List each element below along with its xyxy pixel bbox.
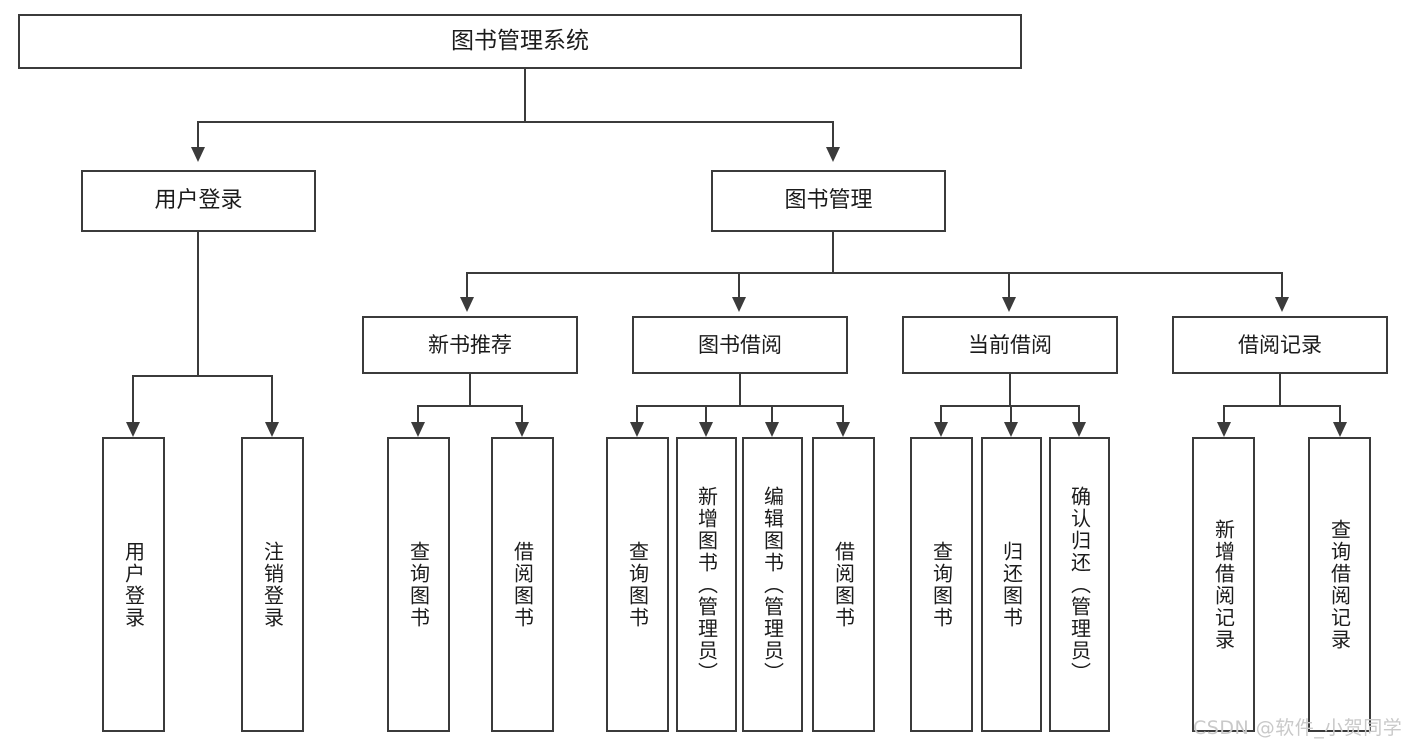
arrowhead-borrow-record: [1275, 297, 1289, 312]
connector-current-borrow-stem: [1009, 374, 1011, 406]
connector-new-book-stem: [469, 374, 471, 406]
leaf-add-book-admin[interactable]: 新增图书（管理员）: [676, 437, 737, 732]
arrowhead-bb-leaf1: [630, 422, 644, 437]
connector-book-borrow-stem: [739, 374, 741, 406]
connector-user-login-stem: [197, 232, 199, 376]
connector-new-book-leaf2: [521, 405, 523, 422]
node-current-borrow[interactable]: 当前借阅: [902, 316, 1118, 374]
leaf-label: 查询图书: [406, 540, 431, 629]
arrowhead-br-leaf2: [1333, 422, 1347, 437]
connector-cb-leaf3: [1078, 405, 1080, 422]
connector-to-current-borrow: [1008, 272, 1010, 297]
leaf-label: 借阅图书: [510, 540, 535, 629]
connector-root-to-user-login: [197, 121, 199, 147]
connector-root-to-book-manage: [832, 121, 834, 147]
node-borrow-record[interactable]: 借阅记录: [1172, 316, 1388, 374]
leaf-label: 注销登录: [260, 540, 285, 629]
leaf-label: 确认归还（管理员）: [1067, 485, 1092, 684]
connector-cb-leaf1: [940, 405, 942, 422]
leaf-query-book-recommend[interactable]: 查询图书: [387, 437, 450, 732]
leaf-borrow-book-recommend[interactable]: 借阅图书: [491, 437, 554, 732]
node-label: 新书推荐: [428, 332, 512, 357]
node-label: 图书借阅: [698, 332, 782, 357]
arrowhead-cb-leaf3: [1072, 422, 1086, 437]
arrowhead-cb-leaf1: [934, 422, 948, 437]
node-label: 图书管理系统: [451, 27, 589, 54]
connector-to-book-borrow: [738, 272, 740, 297]
connector-new-book-bus: [417, 405, 523, 407]
leaf-query-book-borrow[interactable]: 查询图书: [606, 437, 669, 732]
connector-borrow-record-stem: [1279, 374, 1281, 406]
arrowhead-new-book: [460, 297, 474, 312]
leaf-query-borrow-record[interactable]: 查询借阅记录: [1308, 437, 1371, 732]
arrowhead-nb-leaf2: [515, 422, 529, 437]
leaf-label: 查询图书: [929, 540, 954, 629]
connector-to-borrow-record: [1281, 272, 1283, 297]
leaf-add-borrow-record[interactable]: 新增借阅记录: [1192, 437, 1255, 732]
connector-user-login-leaf2: [271, 375, 273, 422]
connector-new-book-leaf1: [417, 405, 419, 422]
connector-bb-leaf1: [636, 405, 638, 422]
connector-user-login-bus: [132, 375, 271, 377]
arrowhead-book-manage: [826, 147, 840, 162]
leaf-label: 查询借阅记录: [1327, 518, 1352, 651]
node-label: 用户登录: [154, 188, 243, 214]
arrowhead-br-leaf1: [1217, 422, 1231, 437]
connector-book-manage-bus: [466, 272, 1282, 274]
arrowhead-leaf-logout: [265, 422, 279, 437]
node-book-management[interactable]: 图书管理: [711, 170, 946, 232]
arrowhead-user-login: [191, 147, 205, 162]
connector-root-stem: [524, 69, 526, 122]
arrowhead-cb-leaf2: [1004, 422, 1018, 437]
arrowhead-bb-leaf2: [699, 422, 713, 437]
node-label: 借阅记录: [1238, 332, 1322, 357]
leaf-user-login[interactable]: 用户登录: [102, 437, 165, 732]
connector-book-manage-stem: [832, 232, 834, 273]
arrowhead-bb-leaf3: [765, 422, 779, 437]
node-new-book-recommend[interactable]: 新书推荐: [362, 316, 578, 374]
csdn-watermark: CSDN @软件_小贺同学: [1193, 717, 1403, 739]
arrowhead-bb-leaf4: [836, 422, 850, 437]
leaf-borrow-book[interactable]: 借阅图书: [812, 437, 875, 732]
connector-bb-leaf2: [705, 405, 707, 422]
connector-to-new-book: [466, 272, 468, 297]
leaf-edit-book-admin[interactable]: 编辑图书（管理员）: [742, 437, 803, 732]
leaf-query-book-current[interactable]: 查询图书: [910, 437, 973, 732]
node-label: 当前借阅: [968, 332, 1052, 357]
connector-borrow-record-bus: [1223, 405, 1341, 407]
connector-br-leaf2: [1339, 405, 1341, 422]
leaf-return-book[interactable]: 归还图书: [981, 437, 1042, 732]
node-root-system[interactable]: 图书管理系统: [18, 14, 1022, 69]
connector-root-bus: [197, 121, 834, 123]
leaf-label: 新增图书（管理员）: [694, 485, 719, 684]
leaf-label: 查询图书: [625, 540, 650, 629]
arrowhead-current-borrow: [1002, 297, 1016, 312]
leaf-label: 借阅图书: [831, 540, 856, 629]
node-user-login[interactable]: 用户登录: [81, 170, 316, 232]
leaf-label: 编辑图书（管理员）: [760, 485, 785, 684]
leaf-label: 用户登录: [121, 540, 146, 629]
arrowhead-nb-leaf1: [411, 422, 425, 437]
connector-br-leaf1: [1223, 405, 1225, 422]
connector-user-login-leaf1: [132, 375, 134, 422]
leaf-confirm-return-admin[interactable]: 确认归还（管理员）: [1049, 437, 1110, 732]
leaf-label: 新增借阅记录: [1211, 518, 1236, 651]
connector-bb-leaf3: [771, 405, 773, 422]
connector-bb-leaf4: [842, 405, 844, 422]
leaf-label: 归还图书: [999, 540, 1024, 629]
node-book-borrow[interactable]: 图书借阅: [632, 316, 848, 374]
node-label: 图书管理: [784, 188, 873, 214]
connector-cb-leaf2: [1010, 405, 1012, 422]
arrowhead-leaf-user-login: [126, 422, 140, 437]
arrowhead-book-borrow: [732, 297, 746, 312]
connector-book-borrow-bus: [636, 405, 844, 407]
leaf-logout[interactable]: 注销登录: [241, 437, 304, 732]
